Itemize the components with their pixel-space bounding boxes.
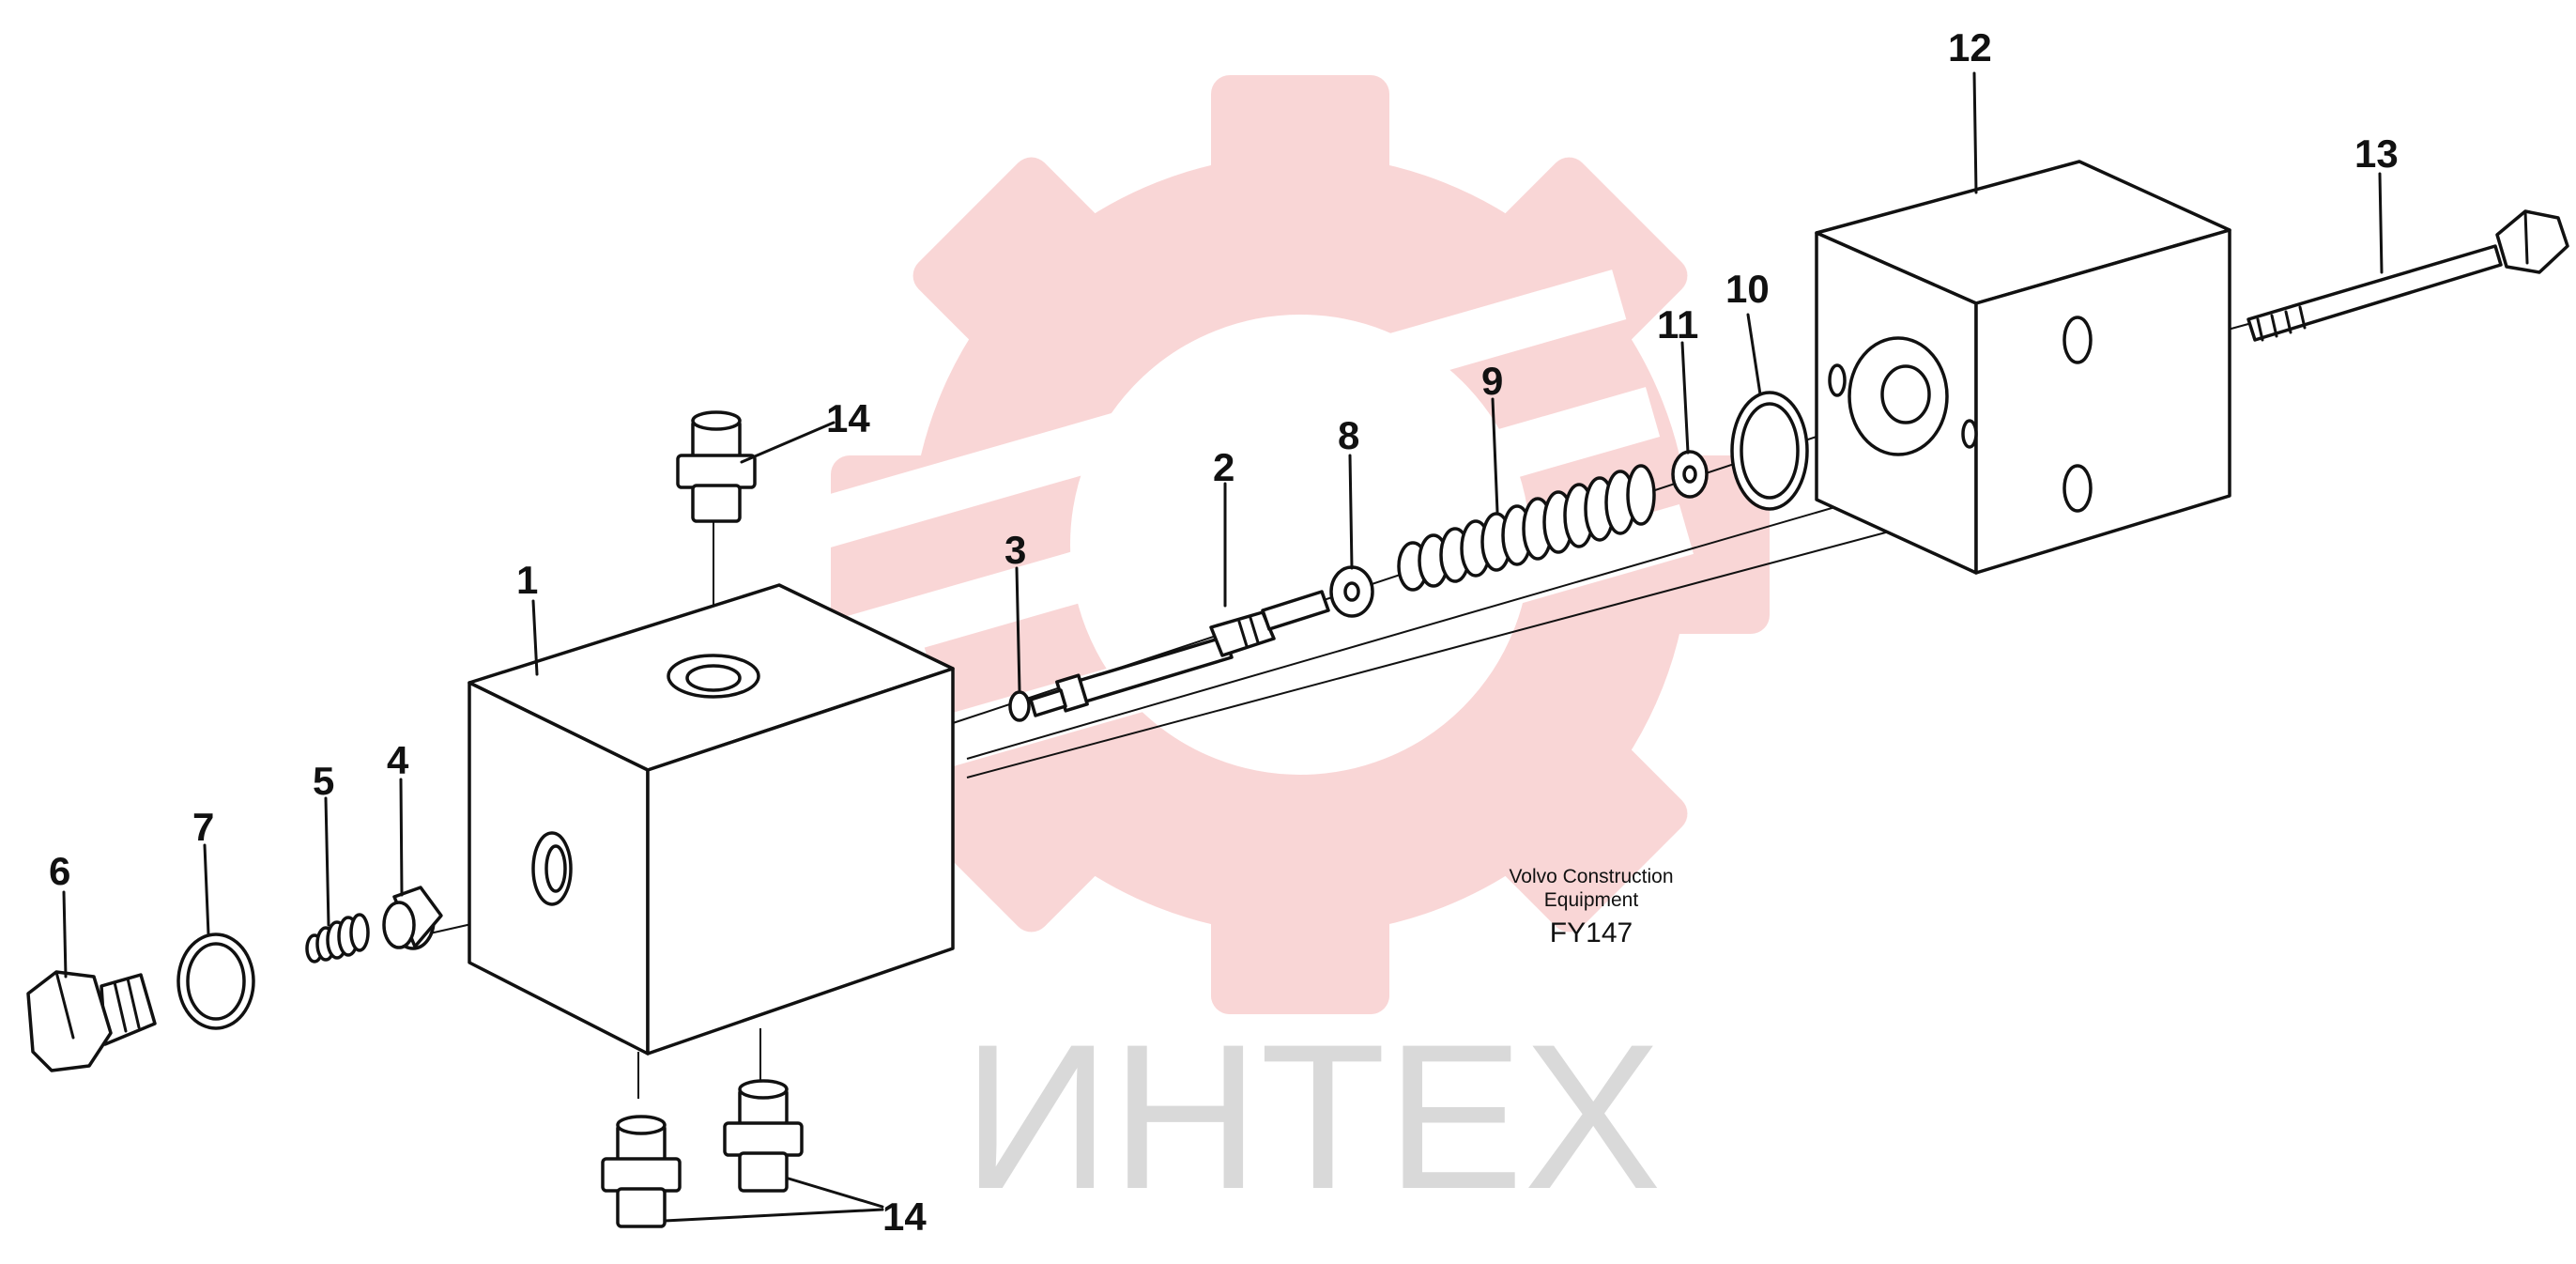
callout-6: 6 — [49, 849, 70, 893]
callout-labels: 1 2 3 4 5 6 7 8 9 10 11 12 13 14 14 — [49, 25, 2399, 1239]
bolt-13 — [2246, 209, 2569, 342]
plug-6 — [26, 970, 157, 1072]
callout-14-bottom: 14 — [882, 1195, 927, 1239]
callout-11: 11 — [1657, 302, 1698, 347]
spool-2 — [1029, 590, 1330, 717]
caption-line-2: Equipment — [1544, 889, 1639, 911]
valve-seat-4 — [382, 886, 443, 950]
callout-8: 8 — [1338, 413, 1359, 457]
watermark-text: ИНТЕХ — [962, 1001, 1662, 1232]
caption-line-1: Volvo Construction — [1509, 866, 1673, 887]
callout-3: 3 — [1004, 528, 1026, 572]
valve-block-1 — [468, 583, 955, 1056]
small-ring-3 — [1008, 690, 1031, 722]
washer-11 — [1671, 450, 1709, 499]
callout-1: 1 — [516, 558, 538, 602]
callout-12: 12 — [1948, 25, 1992, 69]
callout-7: 7 — [192, 805, 214, 849]
caption-code: FY147 — [1550, 917, 1633, 948]
diagram-caption: Volvo Construction Equipment FY147 — [1509, 866, 1673, 948]
callout-13: 13 — [2354, 131, 2399, 176]
fitting-14-bottom-right — [723, 1079, 804, 1193]
gear-logo-icon — [709, 75, 1770, 1014]
fitting-14-top — [676, 410, 757, 523]
spring-9 — [1397, 464, 1656, 592]
washer-8 — [1329, 565, 1374, 618]
callout-4: 4 — [387, 738, 409, 782]
leader-lines — [62, 71, 2384, 1223]
callout-10: 10 — [1725, 267, 1770, 311]
seal-ring-7 — [176, 933, 255, 1030]
callout-5: 5 — [313, 759, 334, 803]
callout-2: 2 — [1213, 445, 1234, 489]
callout-14-top: 14 — [826, 396, 870, 440]
spring-5 — [305, 913, 370, 963]
fitting-14-bottom-left — [601, 1115, 682, 1228]
o-ring-10 — [1730, 391, 1809, 511]
callout-9: 9 — [1481, 359, 1503, 403]
valve-block-12 — [1815, 160, 2231, 575]
